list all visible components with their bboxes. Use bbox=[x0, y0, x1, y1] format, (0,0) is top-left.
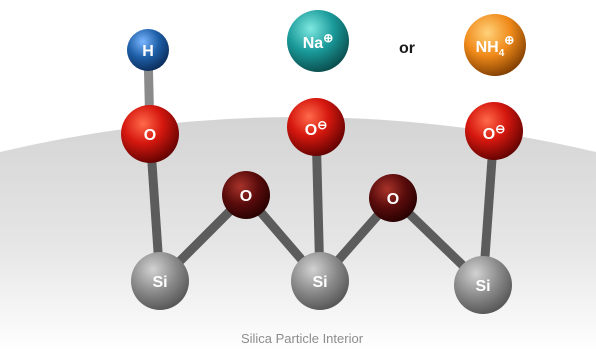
svg-text:NH4⊕: NH4⊕ bbox=[476, 33, 515, 59]
hydrogen-label: H bbox=[142, 43, 154, 60]
or-label: or bbox=[399, 40, 415, 57]
anion-oxygen-right-label: O bbox=[483, 126, 495, 143]
anion-oxygen-center-label: O bbox=[305, 122, 317, 139]
svg-text:Na⊕: Na⊕ bbox=[303, 31, 334, 52]
anionic-oxygen-center: O⊖ bbox=[287, 98, 345, 156]
positive-charge-icon: ⊕ bbox=[504, 33, 514, 47]
negative-charge-icon: ⊖ bbox=[495, 122, 505, 136]
hydroxyl-oxygen-label: O bbox=[144, 127, 156, 144]
svg-text:O⊖: O⊖ bbox=[305, 118, 328, 139]
silicon-right-label: Si bbox=[475, 278, 490, 295]
bridge-oxygen-right: O bbox=[369, 174, 417, 222]
hydroxyl-oxygen: O bbox=[121, 105, 179, 163]
silicon-atom-center: Si bbox=[291, 252, 349, 310]
silicon-atom-left: Si bbox=[131, 252, 189, 310]
ammonium-subscript: 4 bbox=[499, 48, 505, 59]
diagram-caption: Silica Particle Interior bbox=[241, 331, 364, 346]
negative-charge-icon: ⊖ bbox=[317, 118, 327, 132]
bridge-oxygen-right-label: O bbox=[387, 191, 399, 208]
ammonium-label: NH bbox=[476, 39, 499, 56]
sodium-label: Na bbox=[303, 35, 324, 52]
sodium-cation: Na⊕ bbox=[287, 10, 349, 72]
silicon-atom-right: Si bbox=[454, 256, 512, 314]
bridge-oxygen-left: O bbox=[222, 171, 270, 219]
svg-text:O⊖: O⊖ bbox=[483, 122, 506, 143]
silicon-center-label: Si bbox=[312, 274, 327, 291]
anionic-oxygen-right: O⊖ bbox=[465, 102, 523, 160]
ammonium-cation: NH4⊕ bbox=[464, 14, 526, 76]
hydrogen-atom: H bbox=[127, 29, 169, 71]
silicon-left-label: Si bbox=[152, 274, 167, 291]
bridge-oxygen-left-label: O bbox=[240, 188, 252, 205]
positive-charge-icon: ⊕ bbox=[323, 31, 333, 45]
